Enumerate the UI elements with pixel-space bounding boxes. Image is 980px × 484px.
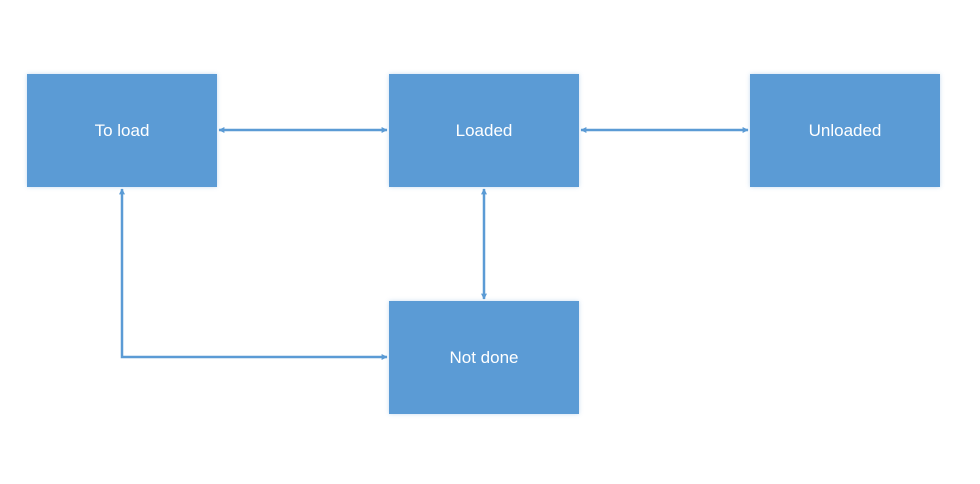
node-not-done-label: Not done (449, 347, 519, 367)
node-unloaded: Unloaded (750, 74, 940, 187)
node-loaded-label: Loaded (455, 120, 513, 140)
edge-notdone-toload (119, 188, 388, 360)
node-to-load: To load (27, 74, 217, 187)
node-loaded: Loaded (389, 74, 579, 187)
node-to-load-label: To load (94, 120, 150, 140)
node-not-done: Not done (389, 301, 579, 414)
node-unloaded-label: Unloaded (808, 120, 882, 140)
